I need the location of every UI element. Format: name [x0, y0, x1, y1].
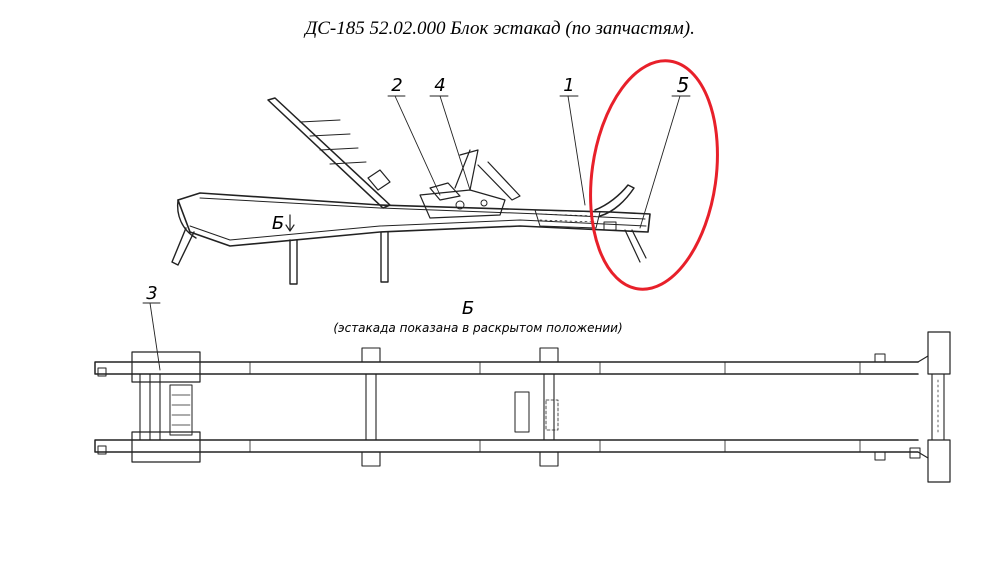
callout-label-2: 2 — [391, 75, 402, 96]
callout-label-1: 1 — [563, 75, 574, 96]
callout-label-3: 3 — [146, 283, 157, 304]
view-arrow-icon — [285, 214, 295, 232]
side-view — [171, 97, 651, 285]
highlight-ellipse — [589, 59, 719, 291]
callout-leaders — [142, 95, 691, 371]
section-note: (эстакада показана в раскрытом положении… — [333, 321, 622, 335]
section-label: Б — [462, 298, 474, 319]
callout-label-5: 5 — [677, 73, 690, 97]
callout-label-4: 4 — [434, 75, 445, 96]
view-marker-label: Б — [272, 213, 284, 234]
plan-view — [94, 331, 951, 483]
page-title: ДС-185 52.02.000 Блок эстакад (по запчас… — [305, 18, 695, 39]
